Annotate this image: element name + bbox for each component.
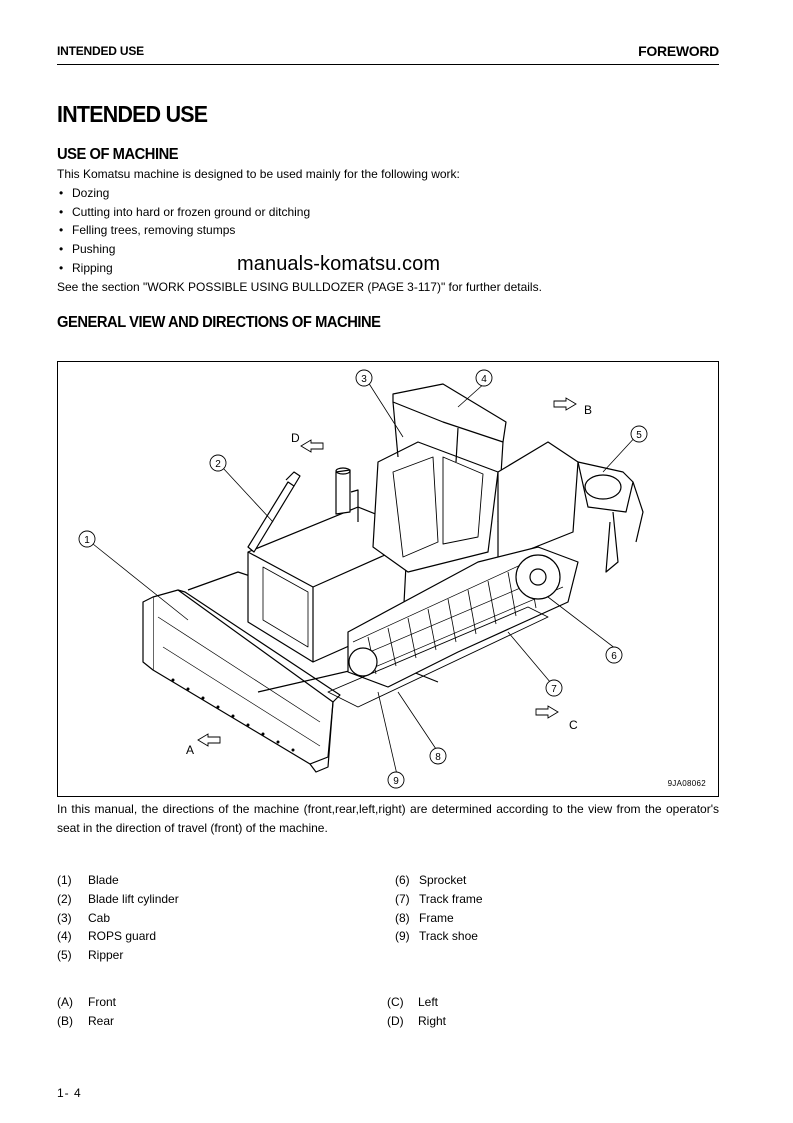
list-item-text: Dozing xyxy=(72,186,110,200)
callout-label: 2 xyxy=(215,459,221,470)
direction-letter: D xyxy=(291,431,300,445)
callout-label: 9 xyxy=(393,776,399,787)
callout-label: 4 xyxy=(481,374,487,385)
watermark: manuals-komatsu.com xyxy=(237,253,441,275)
page-header: INTENDED USE FOREWORD xyxy=(57,43,719,62)
figure-id: 9JA08062 xyxy=(667,779,706,788)
direction-letter: C xyxy=(569,718,578,732)
direction-letter: A xyxy=(186,743,194,757)
callout-label: 7 xyxy=(551,684,557,695)
list-item: •Pushing xyxy=(59,242,116,257)
direction-letter: B xyxy=(584,403,592,417)
use-of-machine-heading: USE OF MACHINE xyxy=(57,146,179,163)
general-view-heading: GENERAL VIEW AND DIRECTIONS OF MACHINE xyxy=(57,314,381,331)
see-also-text: See the section "WORK POSSIBLE USING BUL… xyxy=(57,280,542,294)
callout-label: 5 xyxy=(636,430,642,441)
directions-description: In this manual, the directions of the ma… xyxy=(57,802,719,835)
list-item: •Felling trees, removing stumps xyxy=(59,223,236,238)
list-item: •Dozing xyxy=(59,186,110,200)
list-item: •Ripping xyxy=(59,260,113,275)
list-item-text: Felling trees, removing stumps xyxy=(72,223,236,238)
arrow-front-icon xyxy=(197,733,221,747)
arrow-right-icon xyxy=(300,439,324,453)
list-item: •Cutting into hard or frozen ground or d… xyxy=(59,204,311,219)
header-section: INTENDED USE xyxy=(57,44,144,58)
callout-label: 6 xyxy=(611,651,617,662)
list-item-text: Cutting into hard or frozen ground or di… xyxy=(72,204,311,219)
work-list: •Dozing •Cutting into hard or frozen gro… xyxy=(59,184,310,277)
arrow-rear-icon xyxy=(553,397,577,411)
bulldozer-illustration: 1 2 3 4 5 6 7 8 9 A B C D xyxy=(78,369,648,789)
callout-label: 8 xyxy=(435,752,441,763)
callout-label: 1 xyxy=(84,535,90,546)
list-item-text: Ripping xyxy=(72,260,113,275)
arrow-left-icon xyxy=(535,705,559,719)
bulldozer-figure: 1 2 3 4 5 6 7 8 9 A B C D 9JA08062 xyxy=(57,361,719,797)
header-rule xyxy=(57,64,719,65)
callout-label: 3 xyxy=(361,374,367,385)
header-chapter: FOREWORD xyxy=(638,43,719,59)
use-intro: This Komatsu machine is designed to be u… xyxy=(57,167,460,181)
page-number: 1- 4 xyxy=(57,1086,82,1100)
page-title: INTENDED USE xyxy=(57,101,208,127)
list-item-text: Pushing xyxy=(72,242,116,257)
